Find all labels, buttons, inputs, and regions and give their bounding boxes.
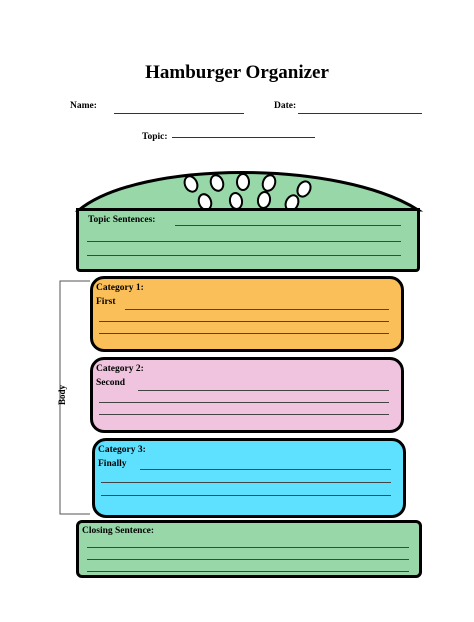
category-3-box[interactable]: Category 3: Finally <box>92 438 406 518</box>
page-title: Hamburger Organizer <box>145 62 329 83</box>
writing-line[interactable] <box>140 469 391 470</box>
body-bracket <box>59 280 90 515</box>
writing-line[interactable] <box>99 321 389 322</box>
date-field[interactable] <box>298 113 422 114</box>
name-label: Name: <box>70 101 97 111</box>
writing-line[interactable] <box>99 333 389 334</box>
topic-sentences-label: Topic Sentences: <box>88 215 156 225</box>
sesame-seed-icon <box>209 174 225 192</box>
category-2-sub: Second <box>96 378 126 388</box>
bun-top <box>74 171 424 212</box>
writing-line[interactable] <box>99 402 389 403</box>
writing-line[interactable] <box>87 559 409 560</box>
category-1-label: Category 1: <box>96 283 144 293</box>
sesame-seed-icon <box>256 191 272 209</box>
category-2-label: Category 2: <box>96 364 144 374</box>
sesame-seed-icon <box>236 173 250 191</box>
topic-sentences-box[interactable]: Topic Sentences: <box>76 208 420 272</box>
writing-line[interactable] <box>101 482 391 483</box>
date-label: Date: <box>274 101 297 111</box>
writing-line[interactable] <box>175 225 401 226</box>
category-1-sub: First <box>96 297 116 307</box>
writing-line[interactable] <box>87 571 409 572</box>
sesame-seed-icon <box>183 173 312 212</box>
writing-line[interactable] <box>87 255 401 256</box>
sesame-seed-icon <box>296 180 312 198</box>
writing-line[interactable] <box>101 495 391 496</box>
topic-field[interactable] <box>172 137 315 138</box>
writing-line[interactable] <box>87 241 401 242</box>
sesame-seed-icon <box>183 175 199 193</box>
writing-line[interactable] <box>138 390 389 391</box>
category-3-sub: Finally <box>98 459 127 469</box>
sesame-seed-icon <box>261 174 277 192</box>
category-1-box[interactable]: Category 1: First <box>90 276 404 352</box>
writing-line[interactable] <box>125 309 389 310</box>
closing-sentence-box[interactable]: Closing Sentence: <box>76 520 422 578</box>
closing-sentence-label: Closing Sentence: <box>82 526 155 536</box>
name-field[interactable] <box>114 113 244 114</box>
body-label: Body <box>57 384 68 406</box>
writing-line[interactable] <box>87 547 409 548</box>
writing-line[interactable] <box>99 414 389 415</box>
topic-label: Topic: <box>142 132 168 142</box>
category-2-box[interactable]: Category 2: Second <box>90 357 404 433</box>
category-3-label: Category 3: <box>98 445 146 455</box>
